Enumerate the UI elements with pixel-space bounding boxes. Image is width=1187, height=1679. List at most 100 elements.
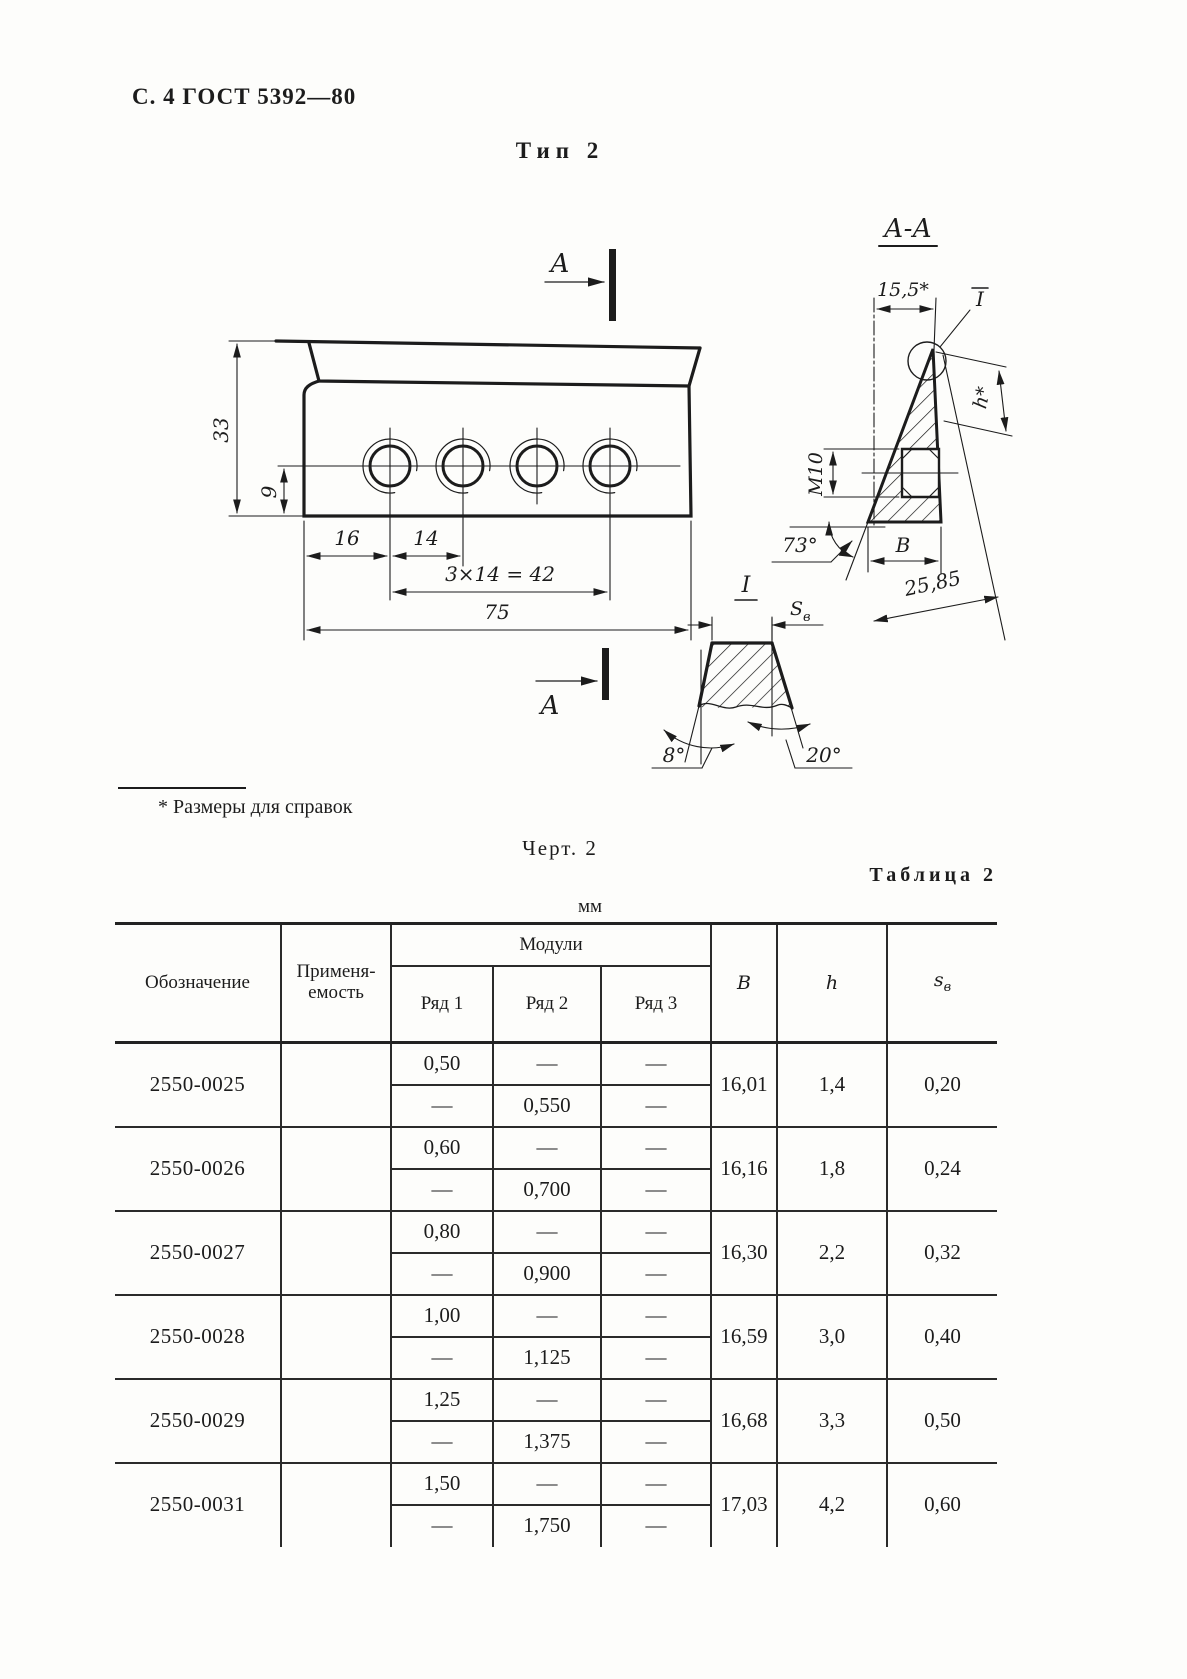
cell-designation: 2550-0026 [115,1126,281,1212]
cell-designation: 2550-0029 [115,1378,281,1464]
detail-view-i: I S в [651,573,853,769]
cell-r1-top: 1,00 [390,1294,493,1338]
cell-r1-top: 0,60 [390,1126,493,1170]
col-header-row3: Ряд 3 [599,966,712,1044]
detail-callout [907,287,989,381]
thread-label: M10 [805,452,827,497]
section-view-a-a: А-А M10 15,5* [771,214,1013,641]
type-title: Тип 2 [515,138,605,163]
cell-r2-bot: 1,125 [492,1336,601,1380]
section-letter-top: А [548,249,570,279]
col-header-b: B [710,923,778,1044]
cell-b: 16,30 [710,1210,778,1296]
angle-8 [651,729,735,769]
cell-s: 0,24 [886,1126,998,1212]
cell-applicability [280,1462,391,1547]
cell-r3-bot: — [599,1336,712,1380]
dim-75-label: 75 [484,600,509,624]
col-header-row1: Ряд 1 [390,966,493,1044]
cell-r2-bot: 1,375 [492,1420,601,1464]
dim-sv-sub-label: в [803,610,811,625]
cell-r1-top: 0,50 [390,1042,493,1086]
tooth-body [699,643,792,709]
page-header: С. 4 ГОСТ 5392—80 [132,84,357,109]
section-letter-bottom: А [538,691,560,721]
dim-155-label: 15,5* [877,279,929,301]
figure-caption: Черт. 2 [522,836,598,860]
cell-b: 16,68 [710,1378,778,1464]
detail-ref-label: I [975,287,985,311]
table-row: — 0,550 — [115,1084,997,1128]
cell-r2-top: — [492,1462,601,1506]
table-row: — 0,700 — [115,1168,997,1212]
col-header-applicability-line2: емость [308,982,364,1003]
h-dimension [935,351,1013,437]
cell-r3-bot: — [599,1504,712,1547]
dim-h-label: h* [969,384,995,410]
col-header-applicability: Применя- емость [280,923,391,1044]
cell-r1-bot: — [390,1084,493,1128]
cell-r3-bot: — [599,1252,712,1296]
section-title: А-А [882,214,932,244]
cell-r2-top: — [492,1378,601,1422]
cell-r2-top: — [492,1126,601,1170]
table-row: 2550-0031 1,50 — — 17,03 4,2 0,60 [115,1462,998,1547]
cell-b: 16,01 [710,1042,778,1128]
cell-r1-top: 0,80 [390,1210,493,1254]
footnote-separator [118,787,246,789]
m10-dimension [823,448,900,498]
table-row: — 1,375 — [115,1420,997,1464]
cell-r3-top: — [599,1126,712,1170]
cell-s: 0,20 [886,1042,998,1128]
cell-r2-top: — [492,1294,601,1338]
front-dimensions [233,343,689,634]
cell-b: 16,16 [710,1126,778,1212]
angle-20 [747,721,853,769]
hole-chamfer-arcs [362,438,638,494]
dim-14-label: 14 [413,526,438,550]
table-row: 2550-0028 1,00 — — 16,59 3,0 0,40 [115,1294,998,1380]
dim-9-label: 9 [257,485,281,498]
col-header-s: sв [886,923,998,1044]
cell-designation: 2550-0028 [115,1294,281,1380]
col-header-modules: Модули [389,923,712,967]
technical-drawing: 33 9 16 14 3×14 = 42 75 А А А-А [209,214,1013,769]
cell-h: 3,0 [776,1294,888,1380]
dim-angle-right-label: 20° [805,743,841,767]
cell-r3-top: — [599,1042,712,1086]
table-row: 2550-0029 1,25 — — 16,68 3,3 0,50 [115,1378,998,1464]
dim-angle-left-label: 8° [663,743,686,767]
col-header-designation: Обозначение [115,923,281,1044]
centerlines [228,340,692,641]
cell-applicability [280,1378,391,1464]
dim-b-label: B [895,533,911,557]
cell-h: 1,8 [776,1126,888,1212]
cell-r2-bot: 0,550 [492,1084,601,1128]
table-row: 2550-0027 0,80 — — 16,30 2,2 0,32 [115,1210,998,1296]
cell-s: 0,50 [886,1378,998,1464]
table-row: 2550-0025 0,50 — — 16,01 1,4 0,20 [115,1042,998,1128]
cell-r3-top: — [599,1462,712,1506]
cell-r2-top: — [492,1210,601,1254]
table-row: 2550-0026 0,60 — — 16,16 1,8 0,24 [115,1126,998,1212]
cell-s: 0,32 [886,1210,998,1296]
cell-h: 1,4 [776,1042,888,1128]
cell-applicability [280,1210,391,1296]
cell-r2-bot: 1,750 [492,1504,601,1547]
front-view: 33 9 16 14 3×14 = 42 75 А А [209,249,702,721]
cell-b: 17,03 [710,1462,778,1547]
dim-16-label: 16 [334,526,360,550]
cell-r1-bot: — [390,1336,493,1380]
col-header-applicability-line1: Применя- [296,961,376,983]
cell-h: 2,2 [776,1210,888,1296]
table-units: мм [577,896,603,917]
cell-b: 16,59 [710,1294,778,1380]
table-row: — 1,125 — [115,1336,997,1380]
col-header-h: h [776,923,888,1044]
section-marker-bottom: А [535,648,609,721]
cell-r3-bot: — [599,1168,712,1212]
table-row: — 0,900 — [115,1252,997,1296]
cell-h: 4,2 [776,1462,888,1547]
b-dimension [867,526,942,575]
cell-r2-bot: 0,700 [492,1168,601,1212]
